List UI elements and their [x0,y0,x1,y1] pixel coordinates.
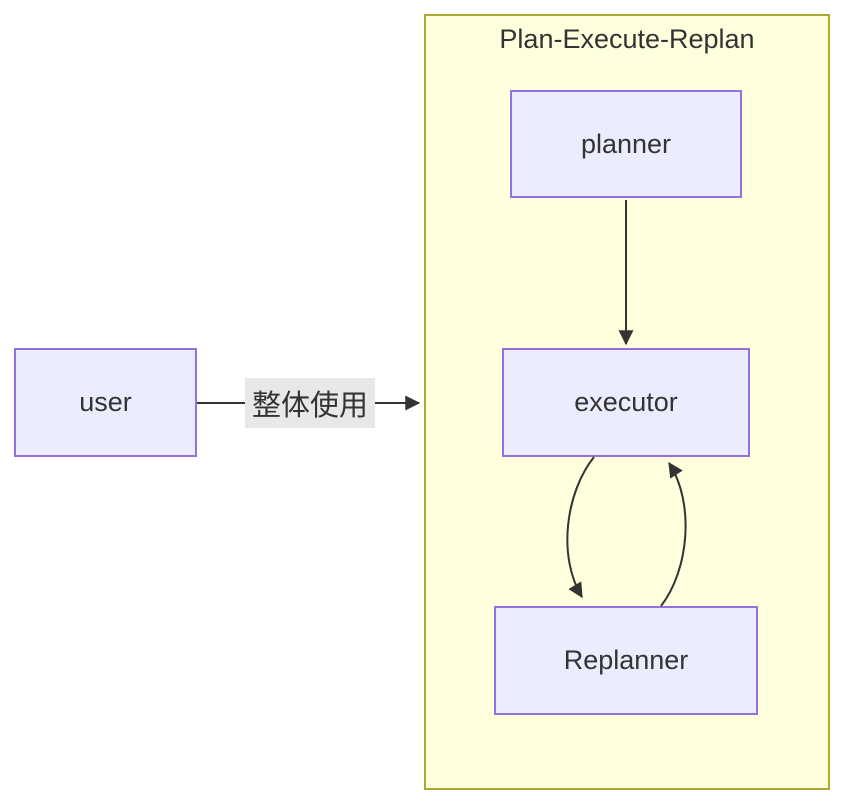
edge-label-user-to-executor: 整体使用 [245,378,375,428]
node-user: user [14,348,197,457]
node-replanner-label: Replanner [563,645,689,675]
subgraph-title: Plan-Execute-Replan [499,24,755,54]
node-executor-label: executor [574,387,678,417]
node-user-label: user [79,387,132,417]
node-planner: planner [510,90,742,198]
node-replanner: Replanner [494,606,758,715]
node-executor: executor [502,348,750,457]
node-planner-label: planner [580,128,672,159]
